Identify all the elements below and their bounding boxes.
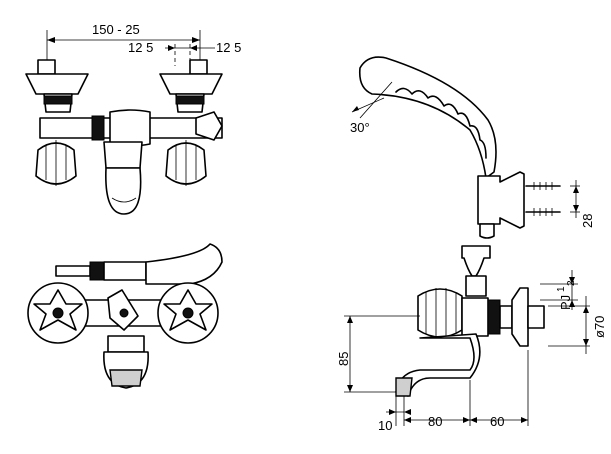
dim-height: 85 xyxy=(336,352,351,366)
side-view-mixer xyxy=(344,245,590,426)
dim-spout-tip: 10 xyxy=(378,418,392,433)
dim-wall-depth: 28 xyxy=(580,214,595,228)
dim-thread-group: PJ 1 2 xyxy=(556,280,577,310)
dim-spout-reach: 80 xyxy=(428,414,442,429)
front-view xyxy=(25,30,223,215)
plan-view xyxy=(27,243,223,389)
dim-angle: 30° xyxy=(350,120,370,135)
dim-offset-left: 12 5 xyxy=(128,40,153,55)
dim-thread-sub: 2 xyxy=(566,280,577,286)
dim-top-width: 150 - 25 xyxy=(92,22,140,37)
dim-body-reach: 60 xyxy=(490,414,504,429)
dim-thread: PJ xyxy=(558,295,573,310)
dim-thread-super: 1 xyxy=(556,286,567,292)
dim-flange-diameter: ø70 xyxy=(592,316,607,338)
dim-offset-right: 12 5 xyxy=(216,40,241,55)
side-view-shower xyxy=(351,56,580,239)
